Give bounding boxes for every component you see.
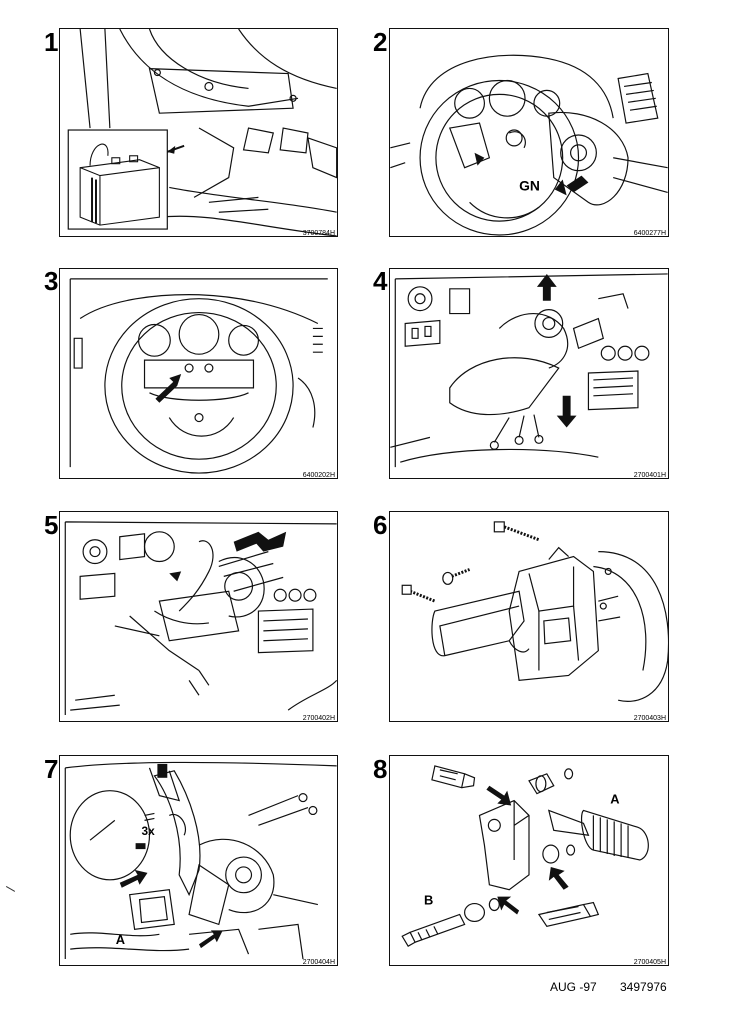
figure-code: 2700401H <box>633 472 666 479</box>
figure-code: 2700404H <box>302 959 335 966</box>
lever-installation-drawing: 3x A <box>64 761 337 960</box>
step-number: 1 <box>44 27 59 57</box>
step-number: 6 <box>373 510 388 540</box>
step-number: 5 <box>44 510 59 540</box>
switch-screws-drawing <box>401 521 668 702</box>
footer-document-number: 3497976 <box>620 980 667 994</box>
figure-code: 2700402H <box>302 715 335 722</box>
steering-wheel-drawing <box>69 278 328 474</box>
screw-count-label: 3x <box>142 824 156 838</box>
step-number: 3 <box>44 266 59 296</box>
figure-code: 3700784H <box>302 230 335 237</box>
step-number: 2 <box>373 27 388 57</box>
step-number: 8 <box>373 754 388 784</box>
connector-color-label: GN <box>519 177 540 193</box>
figure-code: 2700405H <box>633 959 666 966</box>
illustration-bushing-lubrication: A B 2700405H <box>389 755 669 966</box>
footer-date: AUG -97 <box>550 980 597 994</box>
scan-mark <box>2 885 16 898</box>
illustration-switch-screws: 2700403H <box>389 511 669 722</box>
column-shroud-drawing <box>390 273 668 468</box>
step-number: 4 <box>373 266 388 296</box>
figure-code: 6400277H <box>633 230 666 237</box>
illustration-switch-removal: 2700402H <box>59 511 338 722</box>
illustration-battery-disconnect: 3700784H <box>59 28 338 237</box>
battery-dashboard-drawing <box>67 29 337 236</box>
steering-wheel-airbag-drawing: GN <box>390 54 668 236</box>
step-number: 7 <box>44 754 59 784</box>
illustration-lever-installation: 3x A 2700404H <box>59 755 338 966</box>
illustration-column-shroud: 2700401H <box>389 268 669 479</box>
figure-code: 2700403H <box>633 715 666 722</box>
illustration-airbag-removal: GN 6400277H <box>389 28 669 237</box>
illustration-steering-wheel-bolt: 6400202H <box>59 268 338 479</box>
switch-assembly-drawing <box>64 521 337 716</box>
figure-code: 6400202H <box>302 472 335 479</box>
callout-b: B <box>424 893 433 908</box>
callout-a: A <box>116 932 125 947</box>
bushing-lubrication-drawing: A B <box>401 765 649 947</box>
callout-a: A <box>610 792 619 807</box>
